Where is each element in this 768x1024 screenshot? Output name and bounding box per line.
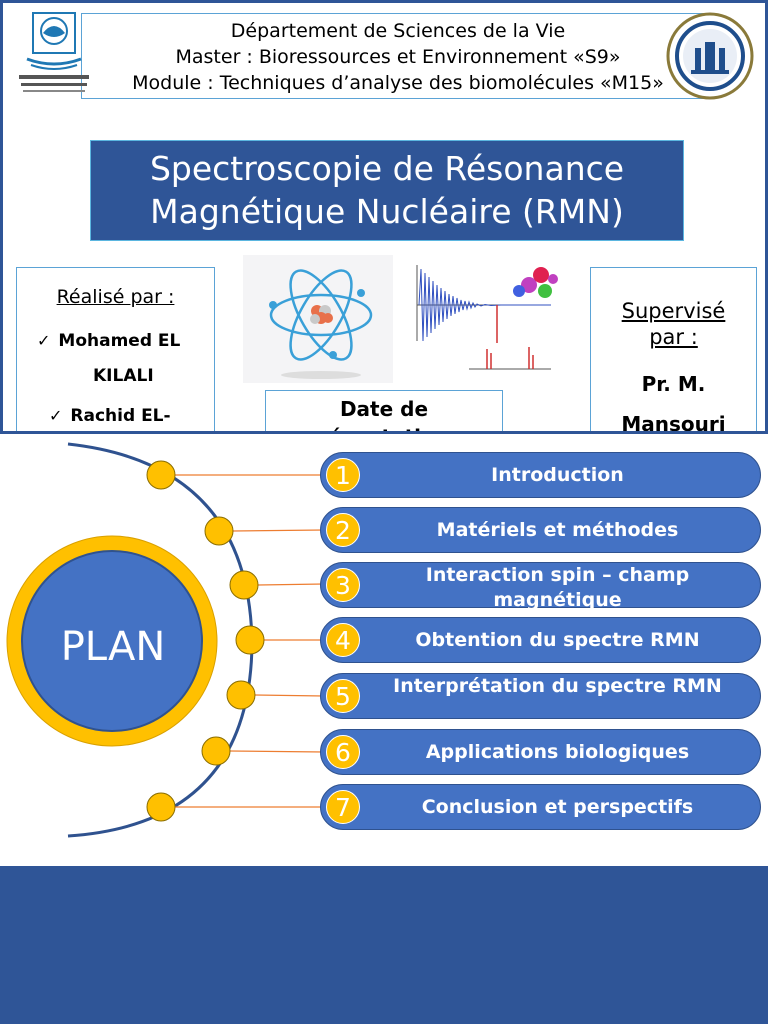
plan-label: PLAN xyxy=(60,624,166,670)
plan-item-interaction[interactable]: 3 Interaction spin – champ magnétique xyxy=(320,562,761,611)
checkmark-icon: ✓ xyxy=(37,331,51,350)
item-number: 5 xyxy=(326,679,360,713)
nmr-spectrum-illustration xyxy=(416,265,558,370)
plan-item-introduction[interactable]: 1 Introduction xyxy=(320,452,761,498)
supervisor-name: Pr. M. Mansouri xyxy=(621,372,726,434)
plan-item-interpretation[interactable]: 5 Interprétation du spectre RMN xyxy=(320,673,761,719)
master-line: Master : Bioressources et Environnement … xyxy=(175,46,621,68)
plan-item-materiels[interactable]: 2 Matériels et méthodes xyxy=(320,507,761,553)
item-label: Interprétation du spectre RMN xyxy=(393,675,722,697)
arc-dot-3 xyxy=(229,570,259,600)
item-label: Conclusion et perspectifs xyxy=(421,796,694,818)
item-label: Obtention du spectre RMN xyxy=(415,629,700,651)
date-line-1: Date de xyxy=(339,397,429,421)
title-slide: Département de Sciences de la Vie Master… xyxy=(0,0,768,434)
faculty-seal xyxy=(666,12,754,100)
date-line-2: présentation : xyxy=(266,423,502,431)
plan-slide: PLAN 1 Introduction 2 Matériels et métho… xyxy=(0,434,768,866)
authors-heading: Réalisé par : xyxy=(56,286,175,308)
arc-dot-1 xyxy=(146,460,176,490)
checkmark-icon: ✓ xyxy=(49,406,63,425)
arc-dot-2 xyxy=(204,516,234,546)
item-label: Matériels et méthodes xyxy=(436,519,679,541)
author-1: ✓Mohamed EL xyxy=(37,331,181,351)
presentation-date-box: Date de présentation : xyxy=(265,390,503,431)
item-label: Introduction xyxy=(491,464,624,486)
title-line-2: Magnétique Nucléaire (RMN) xyxy=(150,192,624,231)
plan-diagram xyxy=(6,442,325,838)
arc-dot-7 xyxy=(146,792,176,822)
connector-2 xyxy=(232,529,325,532)
arc-dot-6 xyxy=(201,736,231,766)
item-number: 3 xyxy=(326,568,360,602)
supervisor-box: Supervisé par : Pr. M. Mansouri xyxy=(590,267,757,434)
plan-circle-inner xyxy=(21,550,203,732)
author-1-surname: KILALI xyxy=(93,366,154,386)
connector-5 xyxy=(254,694,325,697)
university-logo xyxy=(19,12,89,92)
title-line-1: Spectroscopie de Résonance xyxy=(149,149,625,188)
item-label: Interaction spin – champ magnétique xyxy=(425,564,690,611)
item-number: 7 xyxy=(326,790,360,824)
next-slide-band xyxy=(0,866,768,1024)
item-label: Applications biologiques xyxy=(425,741,690,763)
connector-3 xyxy=(257,583,325,586)
title-banner: Spectroscopie de Résonance Magnétique Nu… xyxy=(90,140,684,241)
item-number: 1 xyxy=(326,458,360,492)
module-line: Module : Techniques d’analyse des biomol… xyxy=(132,72,664,94)
item-number: 4 xyxy=(326,623,360,657)
plan-item-conclusion[interactable]: 7 Conclusion et perspectifs xyxy=(320,784,761,830)
author-2: ✓Rachid EL- xyxy=(49,406,171,426)
authors-box: Réalisé par : ✓Mohamed EL KILALI ✓Rachid… xyxy=(16,267,215,431)
item-number: 6 xyxy=(326,735,360,769)
item-number: 2 xyxy=(326,513,360,547)
supervisor-heading: Supervisé par : xyxy=(621,299,726,349)
plan-item-applications[interactable]: 6 Applications biologiques xyxy=(320,729,761,775)
arc-dot-5 xyxy=(226,680,256,710)
arc-dot-4 xyxy=(235,625,265,655)
header-box: Département de Sciences de la Vie Master… xyxy=(81,13,715,99)
plan-item-obtention[interactable]: 4 Obtention du spectre RMN xyxy=(320,617,761,663)
atom-illustration xyxy=(243,255,393,383)
connector-6 xyxy=(229,750,325,753)
department-line: Département de Sciences de la Vie xyxy=(230,20,566,42)
